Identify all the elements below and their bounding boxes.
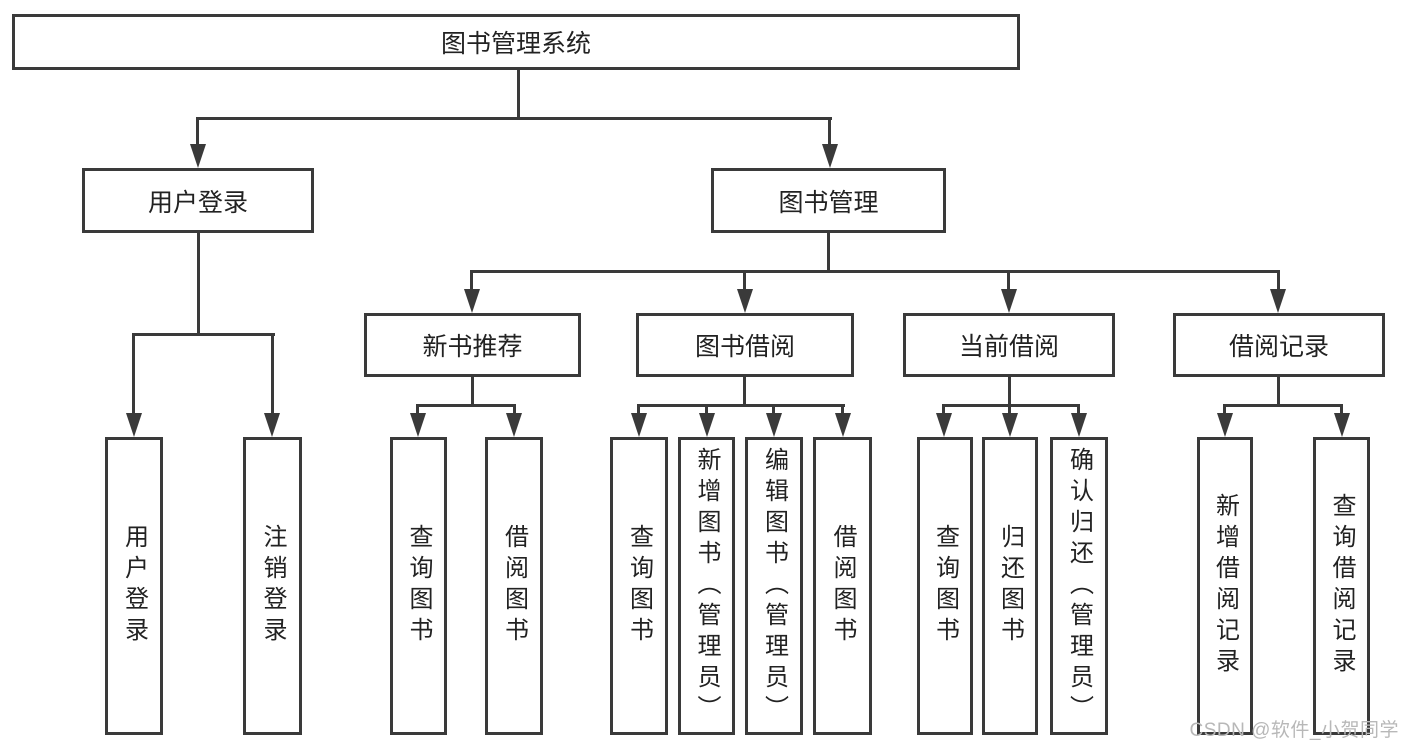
arrowhead-icon: [464, 289, 480, 313]
connector-line: [772, 404, 775, 416]
connector-line: [942, 404, 945, 416]
arrowhead-icon: [766, 413, 782, 437]
connector-line: [416, 404, 419, 416]
connector-line: [743, 270, 746, 291]
arrowhead-icon: [1001, 289, 1017, 313]
arrowhead-icon: [1002, 413, 1018, 437]
node-book-management: 图书管理: [711, 168, 946, 233]
connector-line: [1008, 377, 1011, 407]
arrowhead-icon: [835, 413, 851, 437]
connector-line: [513, 404, 516, 416]
arrowhead-icon: [126, 413, 142, 437]
connector-line: [1007, 270, 1010, 291]
connector-line: [196, 117, 199, 147]
arrowhead-icon: [1270, 289, 1286, 313]
leaf-return-books: 归还图书: [982, 437, 1038, 735]
arrowhead-icon: [737, 289, 753, 313]
connector-line: [132, 333, 135, 416]
arrowhead-icon: [631, 413, 647, 437]
node-library-system: 图书管理系统: [12, 14, 1020, 70]
node-borrowing-records: 借阅记录: [1173, 313, 1385, 377]
arrowhead-icon: [822, 144, 838, 168]
leaf-logout-login: 注销登录: [243, 437, 302, 735]
connector-line: [827, 233, 830, 272]
leaf-borrow-books-recommend: 借阅图书: [485, 437, 543, 735]
connector-line: [271, 333, 274, 416]
connector-line: [517, 70, 520, 119]
leaf-add-borrow-record: 新增借阅记录: [1197, 437, 1253, 735]
connector-line: [705, 404, 708, 416]
leaf-query-books-current: 查询图书: [917, 437, 973, 735]
arrowhead-icon: [410, 413, 426, 437]
arrowhead-icon: [264, 413, 280, 437]
arrowhead-icon: [1334, 413, 1350, 437]
leaf-query-books-borrow: 查询图书: [610, 437, 668, 735]
connector-line: [1223, 404, 1343, 407]
arrowhead-icon: [936, 413, 952, 437]
arrowhead-icon: [1217, 413, 1233, 437]
connector-line: [1077, 404, 1080, 416]
connector-line: [828, 117, 831, 147]
connector-line: [637, 404, 845, 407]
leaf-edit-books-admin: 编辑图书（管理员）: [745, 437, 803, 735]
node-current-borrowing: 当前借阅: [903, 313, 1115, 377]
connector-line: [1340, 404, 1343, 416]
connector-line: [470, 270, 473, 291]
connector-line: [470, 270, 1280, 273]
connector-line: [1008, 404, 1011, 416]
connector-line: [416, 404, 516, 407]
leaf-user-login: 用户登录: [105, 437, 163, 735]
leaf-add-books-admin: 新增图书（管理员）: [678, 437, 735, 735]
connector-line: [1277, 270, 1280, 291]
arrowhead-icon: [506, 413, 522, 437]
connector-line: [743, 377, 746, 406]
connector-line: [132, 333, 275, 336]
node-user-login: 用户登录: [82, 168, 314, 233]
connector-line: [197, 233, 200, 335]
connector-line: [942, 404, 1080, 407]
leaf-query-borrow-record: 查询借阅记录: [1313, 437, 1370, 735]
connector-line: [1277, 377, 1280, 407]
leaf-query-books-recommend: 查询图书: [390, 437, 447, 735]
watermark: CSDN @软件_小贺同学: [1189, 720, 1399, 741]
connector-line: [841, 404, 844, 416]
connector-line: [471, 377, 474, 406]
leaf-confirm-return-admin: 确认归还（管理员）: [1050, 437, 1108, 735]
connector-line: [196, 117, 832, 120]
connector-line: [637, 404, 640, 416]
connector-line: [1223, 404, 1226, 416]
leaf-borrow-books: 借阅图书: [813, 437, 872, 735]
node-book-borrowing: 图书借阅: [636, 313, 854, 377]
arrowhead-icon: [190, 144, 206, 168]
arrowhead-icon: [1071, 413, 1087, 437]
arrowhead-icon: [699, 413, 715, 437]
node-new-book-recommendation: 新书推荐: [364, 313, 581, 377]
